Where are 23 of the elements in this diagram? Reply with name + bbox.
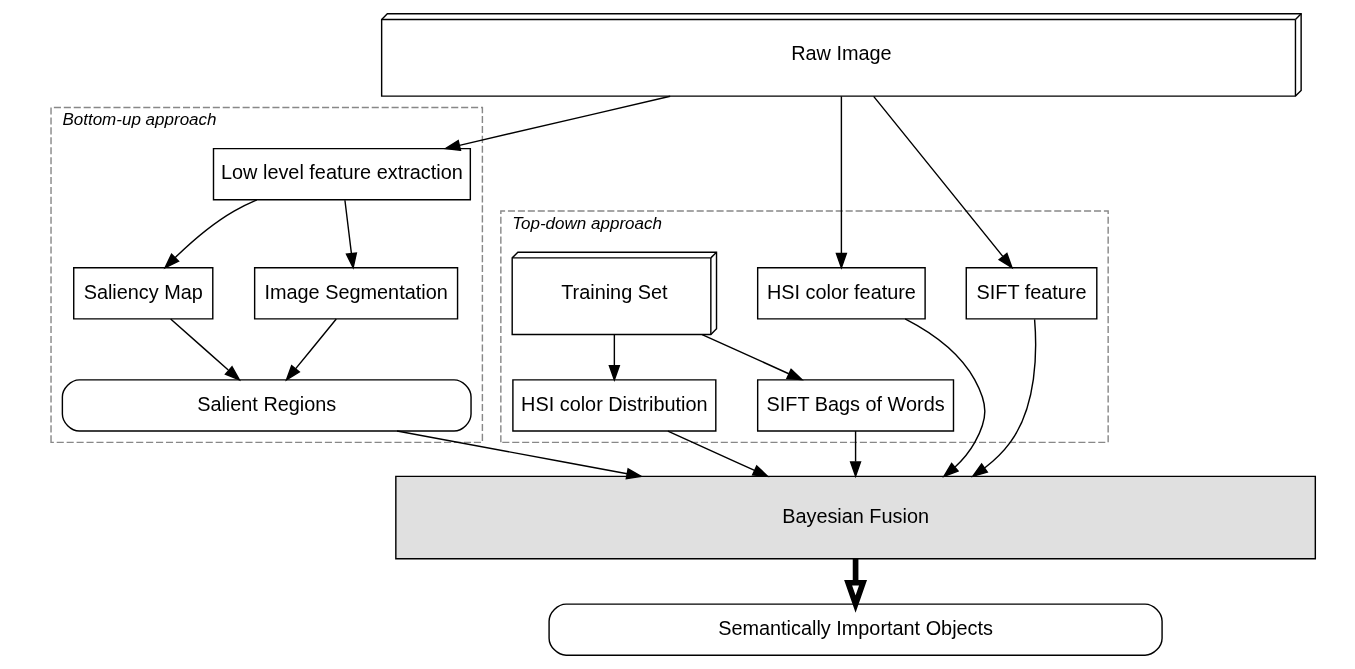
arrow — [163, 199, 258, 270]
node-box: Low level feature extraction — [212, 147, 472, 201]
node-box: SIFT feature — [965, 267, 1098, 320]
arrow — [904, 318, 986, 478]
node-box: SIFT Bags of Words — [756, 379, 955, 432]
node-box: Image Segmentation — [253, 267, 459, 320]
arrow — [344, 199, 358, 270]
arrow — [835, 95, 848, 270]
arrow — [844, 559, 868, 613]
arrow — [872, 95, 1014, 270]
node-box: HSI color Distribution — [512, 379, 717, 432]
arrow — [169, 318, 241, 382]
node-box: HSI color feature — [756, 267, 926, 320]
node-box: Semantically Important Objects — [548, 603, 1163, 656]
arrow — [971, 318, 1037, 478]
node-box: Salient Regions — [61, 379, 472, 432]
node-box: Bayesian Fusion — [395, 475, 1317, 560]
arrow — [443, 95, 671, 152]
arrow — [608, 334, 621, 382]
arrow — [701, 333, 804, 381]
arrow — [285, 318, 337, 382]
arrow — [849, 430, 862, 479]
node-box: Saliency Map — [73, 267, 214, 320]
